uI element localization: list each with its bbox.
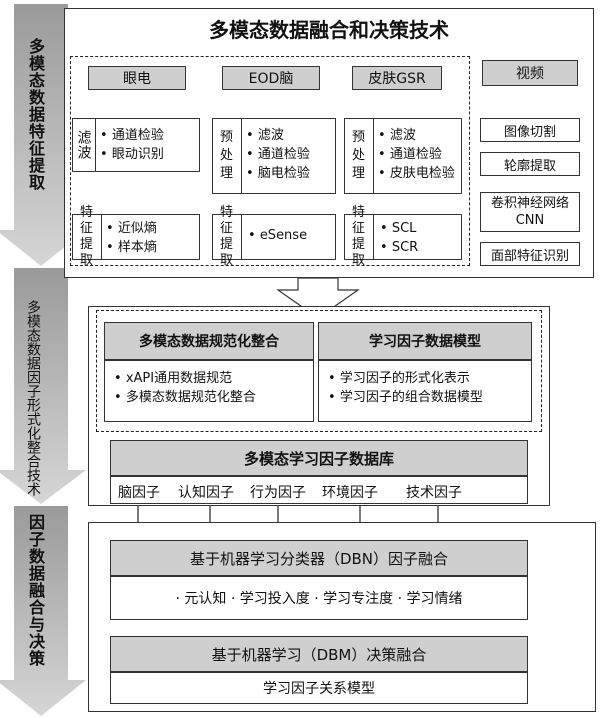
video-step-1: 图像切割	[480, 118, 580, 142]
list-item: 滤波	[246, 126, 310, 145]
factor-row	[110, 476, 528, 504]
eeg-feat-label: 特征提取	[212, 205, 242, 268]
factor-model-list: 学习因子的形式化表示 学习因子的组合数据模型	[328, 369, 483, 407]
list-item: 通道检验	[378, 145, 455, 164]
sensor-group	[70, 56, 470, 266]
list-item: 脑电检验	[246, 164, 310, 183]
hollow-down-arrow	[276, 277, 360, 319]
eye-pre-label: 滤波	[72, 118, 96, 172]
skin-feat-list: SCL SCR	[380, 219, 418, 257]
factor-brain: 脑因子	[118, 485, 160, 501]
list-item: 学习因子的形式化表示	[328, 369, 483, 388]
factor-environment: 环境因子	[322, 485, 378, 501]
stage3-arrow	[0, 506, 86, 716]
stage1-label: 多模态数据特征提取	[26, 38, 45, 191]
eeg-header: EOD脑	[222, 66, 320, 90]
relation-model: 学习因子关系模型	[110, 672, 528, 704]
list-item: 眼动识别	[100, 145, 164, 164]
list-item: 样本熵	[106, 238, 157, 257]
video-step-3: 卷积神经网络CNN	[480, 192, 580, 232]
db-title: 多模态学习因子数据库	[110, 440, 528, 476]
list-item: SCL	[380, 219, 418, 238]
eeg-pre-list: 滤波 通道检验 脑电检验	[246, 126, 310, 183]
factor-model-title: 学习因子数据模型	[318, 322, 532, 360]
dbn-title: 基于机器学习分类器（DBN）因子融合	[110, 540, 528, 576]
list-item: 学习因子的组合数据模型	[328, 388, 483, 407]
dbn-items: · 元认知 · 学习投入度 · 学习专注度 · 学习情绪	[110, 576, 528, 620]
video-step-2: 轮廓提取	[480, 152, 580, 176]
norm-list: xAPI通用数据规范 多模态数据规范化整合	[114, 369, 256, 407]
list-item: 通道检验	[246, 145, 310, 164]
list-item: 通道检验	[100, 126, 164, 145]
eeg-pre-label: 预处理	[212, 118, 242, 194]
middle-dashed-group	[96, 310, 542, 432]
eye-header: 眼电	[88, 66, 186, 90]
list-item: eSense	[248, 226, 307, 245]
dbm-title: 基于机器学习（DBM）决策融合	[110, 636, 528, 672]
skin-pre-list: 滤波 通道检验 皮肤电检验	[378, 126, 455, 183]
video-header: 视频	[482, 60, 578, 86]
norm-title: 多模态数据规范化整合	[104, 322, 314, 360]
eye-feat-label: 特征提取	[72, 205, 102, 268]
stage2-arrow	[0, 268, 86, 504]
eeg-feat-box	[212, 214, 336, 260]
video-step-4: 面部特征识别	[480, 242, 580, 266]
eeg-feat-list: eSense	[248, 226, 307, 245]
top-title: 多模态数据融合和决策技术	[209, 18, 449, 42]
skin-header: 皮肤GSR	[352, 66, 442, 90]
list-item: SCR	[380, 238, 418, 257]
stage2-label: 多模态数据因子形式化整合技术	[25, 300, 41, 496]
skin-pre-label: 预处理	[344, 118, 374, 194]
list-item: xAPI通用数据规范	[114, 369, 256, 388]
list-item: 滤波	[378, 126, 455, 145]
list-item: 近似熵	[106, 219, 157, 238]
factor-cognition: 认知因子	[178, 485, 234, 501]
eye-pre-list: 通道检验 眼动识别	[100, 126, 164, 164]
factor-behavior: 行为因子	[250, 485, 306, 501]
eye-feat-list: 近似熵 样本熵	[106, 219, 157, 257]
stage3-label: 因子数据融合与决策	[26, 514, 45, 667]
list-item: 皮肤电检验	[378, 164, 455, 183]
factor-technology: 技术因子	[406, 485, 462, 501]
list-item: 多模态数据规范化整合	[114, 388, 256, 407]
skin-feat-label: 特征提取	[344, 205, 374, 268]
